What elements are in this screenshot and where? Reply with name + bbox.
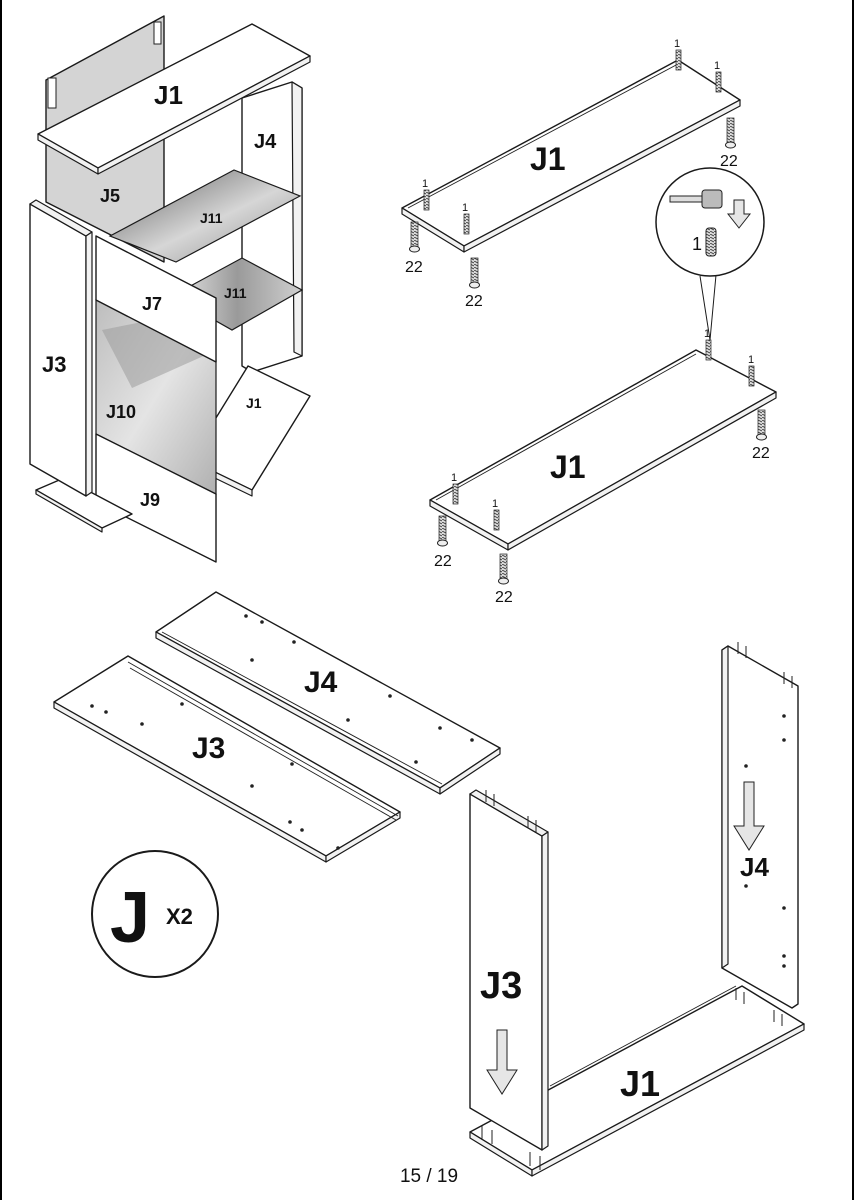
top-step-foot-label-3: 22 [465, 293, 483, 310]
final-assembly: J1 J4 J3 [469, 642, 805, 1177]
overview-label-j9: J9 [140, 490, 160, 510]
top-step-feet [409, 117, 736, 289]
top-step-board-label: J1 [530, 141, 566, 177]
dowel-detail-callout: 1 [655, 167, 765, 341]
bottom-step-foot-label-3: 22 [495, 589, 513, 606]
assembly-panel-j3-label: J3 [480, 965, 522, 1007]
bottom-step-dowel-label-1: 1 [704, 328, 710, 340]
assembly-base-label: J1 [620, 1063, 660, 1104]
overview-label-j7: J7 [142, 294, 162, 314]
step-top-board: J1 1 1 1 1 22 22 22 [401, 38, 741, 310]
flat-panel-j4-label: J4 [304, 666, 338, 699]
top-step-dowel-label-2: 1 [714, 60, 720, 72]
top-step-foot-label-2: 22 [405, 259, 423, 276]
top-step-dowels [423, 49, 722, 235]
bottom-step-dowel-label-2: 1 [748, 354, 754, 366]
bottom-step-board-label: J1 [550, 449, 586, 485]
dowel-icon [705, 227, 717, 257]
overview-label-j10: J10 [106, 402, 136, 422]
top-step-dowel-label-1: 1 [674, 38, 680, 50]
page-number: 15 / 19 [399, 1166, 459, 1187]
bottom-step-foot-label-1: 22 [752, 445, 770, 462]
top-step-dowel-label-3: 1 [422, 178, 428, 190]
bottom-step-board-j1 [429, 349, 777, 545]
overview-label-j1-top: J1 [154, 80, 183, 110]
side-panels-flat: J4 J3 [53, 591, 501, 863]
bottom-step-feet [437, 409, 767, 585]
bottom-step-dowel-label-3: 1 [451, 472, 457, 484]
overview-label-j3: J3 [42, 352, 66, 377]
assembly-j3-down-arrow-icon [486, 1029, 518, 1095]
part-badge-quantity: X2 [166, 904, 193, 929]
assembly-panel-j4-label: J4 [740, 852, 769, 882]
side-panel-j3 [29, 203, 87, 497]
bottom-step-dowel-label-4: 1 [492, 498, 498, 510]
down-arrow-icon [726, 199, 752, 229]
exploded-overview: J1 J4 J5 J11 J11 J7 J3 J10 J1 J9 [29, 15, 311, 563]
door-j7 [95, 235, 217, 363]
part-badge-letter: J [110, 878, 150, 958]
drawer-front-j9 [95, 433, 217, 563]
assembly-j4-down-arrow-icon [733, 781, 765, 851]
top-step-dowel-label-4: 1 [462, 202, 468, 214]
detail-dowel-label: 1 [692, 234, 702, 254]
overview-label-j11-lower: J11 [224, 285, 247, 301]
part-quantity-badge: J X2 [91, 850, 219, 978]
step-bottom-board: J1 1 1 1 1 22 22 22 [429, 328, 777, 606]
overview-label-j1-bottom: J1 [246, 395, 262, 411]
overview-label-j4: J4 [254, 131, 277, 153]
overview-label-j5: J5 [100, 186, 120, 206]
bottom-step-dowels [452, 339, 755, 531]
glass-shelf-j11-upper [108, 169, 302, 263]
hammer-icon [669, 195, 705, 203]
top-step-foot-label-1: 22 [720, 153, 738, 170]
bottom-step-foot-label-2: 22 [434, 553, 452, 570]
overview-label-j11-upper: J11 [200, 210, 223, 226]
flat-panel-j3-label: J3 [192, 732, 225, 765]
